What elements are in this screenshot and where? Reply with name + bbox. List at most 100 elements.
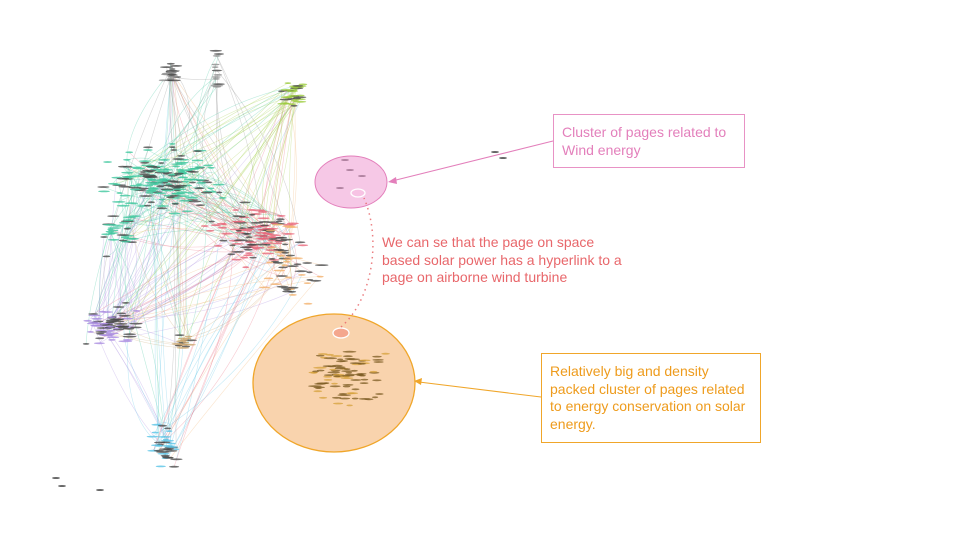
graph-edge bbox=[177, 103, 293, 188]
graph-node bbox=[124, 202, 139, 205]
graph-node bbox=[194, 187, 205, 190]
graph-node bbox=[165, 446, 179, 448]
graph-node bbox=[170, 458, 183, 461]
solar-cluster-nodes bbox=[308, 350, 390, 407]
graph-node bbox=[294, 270, 308, 273]
graph-node bbox=[103, 161, 112, 163]
graph-node bbox=[145, 169, 157, 172]
graph-edge bbox=[160, 186, 185, 341]
wind-callout-connector bbox=[391, 140, 554, 182]
graph-edge bbox=[94, 216, 136, 323]
graph-edge bbox=[154, 179, 164, 446]
graph-node bbox=[265, 249, 275, 252]
graph-node bbox=[168, 212, 181, 215]
graph-edge bbox=[112, 225, 265, 321]
graph-node bbox=[91, 324, 103, 327]
graph-node bbox=[323, 375, 333, 378]
graph-edge bbox=[216, 86, 228, 234]
graph-edge bbox=[173, 235, 276, 467]
graph-node bbox=[217, 226, 228, 229]
graph-node bbox=[172, 448, 180, 451]
graph-edge bbox=[268, 95, 294, 231]
graph-node bbox=[106, 336, 120, 339]
graph-node bbox=[167, 442, 176, 445]
graph-edge bbox=[153, 76, 217, 181]
graph-node bbox=[156, 207, 168, 210]
graph-node bbox=[372, 359, 384, 361]
graph-node bbox=[212, 78, 220, 80]
graph-node bbox=[148, 183, 159, 186]
graph-node bbox=[288, 294, 297, 296]
graph-node bbox=[245, 241, 257, 244]
graph-node bbox=[176, 195, 190, 198]
graph-node bbox=[346, 358, 361, 361]
graph-edge bbox=[128, 152, 243, 229]
graph-node bbox=[123, 227, 131, 230]
graph-edge bbox=[153, 229, 242, 451]
graph-edge bbox=[110, 179, 164, 327]
graph-edge bbox=[190, 267, 284, 341]
graph-edge bbox=[129, 70, 175, 337]
graph-node bbox=[107, 329, 115, 332]
graph-node bbox=[243, 233, 252, 235]
graph-node bbox=[339, 393, 347, 395]
graph-node bbox=[177, 343, 189, 346]
graph-edge bbox=[185, 171, 191, 345]
graph-node bbox=[123, 219, 134, 222]
graph-edge bbox=[127, 339, 161, 445]
graph-node bbox=[269, 246, 276, 249]
graph-node bbox=[273, 269, 285, 272]
graph-edge bbox=[113, 230, 272, 253]
graph-edge bbox=[152, 274, 303, 437]
graph-edge bbox=[167, 143, 184, 191]
graph-node bbox=[286, 265, 299, 267]
graph-node bbox=[172, 188, 187, 191]
graph-edge bbox=[172, 146, 260, 227]
graph-edge bbox=[170, 71, 286, 245]
graph-node bbox=[112, 201, 126, 203]
graph-node bbox=[327, 371, 341, 374]
graph-node bbox=[181, 180, 190, 183]
graph-node bbox=[276, 215, 286, 217]
graph-node bbox=[161, 189, 174, 192]
graph-node bbox=[273, 248, 285, 251]
graph-node bbox=[212, 83, 225, 85]
graph-node bbox=[116, 177, 130, 180]
graph-node bbox=[298, 274, 306, 276]
graph-node bbox=[372, 355, 382, 358]
graph-node bbox=[235, 229, 242, 232]
graph-node bbox=[170, 181, 184, 183]
graph-node bbox=[156, 451, 170, 453]
graph-edge bbox=[148, 86, 218, 172]
graph-node bbox=[119, 194, 131, 197]
graph-node bbox=[257, 210, 268, 213]
space-based-solar-power-node bbox=[332, 327, 350, 339]
graph-nodes bbox=[52, 49, 507, 491]
graph-edge bbox=[182, 287, 265, 343]
graph-node bbox=[123, 158, 131, 161]
graph-node bbox=[82, 343, 90, 345]
graph-node bbox=[221, 232, 233, 235]
graph-edge bbox=[129, 291, 292, 337]
graph-edge bbox=[149, 192, 169, 212]
graph-node bbox=[177, 155, 186, 157]
graph-edge bbox=[127, 76, 217, 229]
graph-edge bbox=[127, 90, 282, 236]
graph-edge bbox=[99, 247, 258, 339]
graph-node bbox=[275, 239, 287, 242]
graph-node bbox=[239, 201, 251, 204]
graph-node bbox=[171, 192, 186, 195]
graph-edge bbox=[183, 172, 279, 224]
graph-edge bbox=[172, 71, 236, 230]
graph-node bbox=[95, 331, 108, 333]
graph-edge bbox=[102, 228, 267, 329]
graph-edge bbox=[109, 203, 176, 226]
graph-node bbox=[147, 179, 161, 182]
graph-edge bbox=[166, 67, 212, 222]
graph-node bbox=[292, 97, 301, 100]
graph-node bbox=[118, 340, 133, 343]
graph-node bbox=[491, 151, 499, 153]
graph-node bbox=[191, 159, 204, 162]
graph-edge bbox=[248, 98, 298, 238]
